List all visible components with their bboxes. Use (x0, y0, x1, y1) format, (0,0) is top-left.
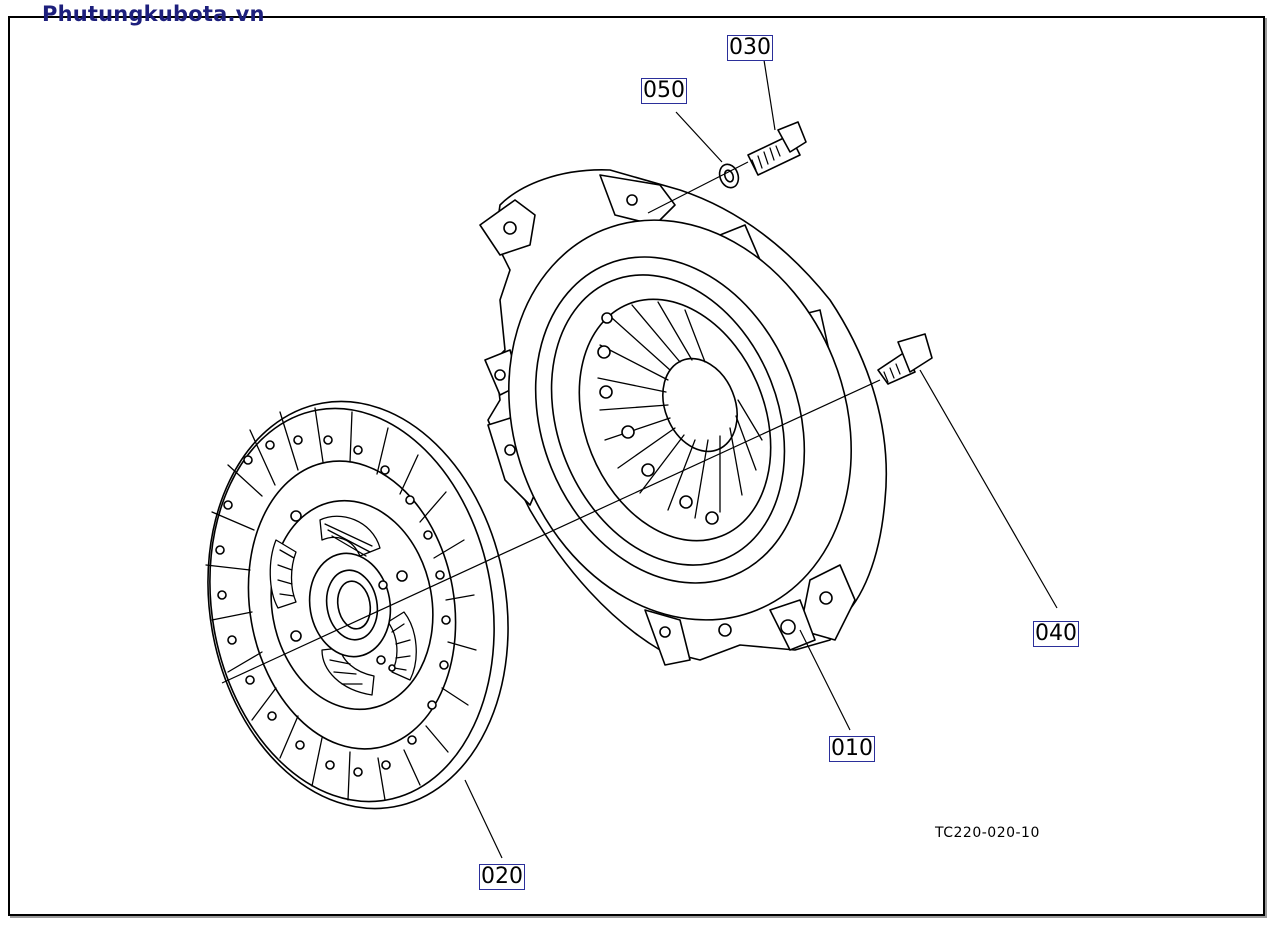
bolt-030-axis (647, 161, 749, 214)
diaphragm-fingers (597, 301, 763, 519)
release-bearing-hub (662, 357, 738, 453)
bolt-030 (747, 121, 807, 176)
part-label-010[interactable]: 010 (829, 736, 875, 762)
mount-tab-bottom-left (644, 609, 691, 666)
pressure-plate-assembly (479, 169, 888, 666)
leader-020 (464, 779, 503, 859)
part-label-040[interactable]: 040 (1033, 621, 1079, 647)
leader-lines (221, 59, 1058, 859)
leader-010 (799, 629, 851, 731)
drawing-code: TC220-020-10 (935, 825, 1040, 841)
clutch-disc (205, 400, 509, 810)
leader-050 (675, 111, 723, 163)
leader-040 (919, 369, 1058, 609)
assembly-axis-line (221, 379, 881, 684)
lock-washer-050 (718, 163, 740, 189)
lining-rivets (215, 435, 451, 777)
bolt-040 (877, 333, 933, 385)
drawing-frame (8, 16, 1265, 916)
part-label-020[interactable]: 020 (479, 864, 525, 890)
leader-030 (763, 59, 776, 131)
friction-segments (205, 407, 477, 801)
site-watermark: Phutungkubota.vn (42, 2, 265, 26)
damper-springs (269, 515, 417, 696)
part-label-050[interactable]: 050 (641, 78, 687, 104)
part-label-030[interactable]: 030 (727, 35, 773, 61)
